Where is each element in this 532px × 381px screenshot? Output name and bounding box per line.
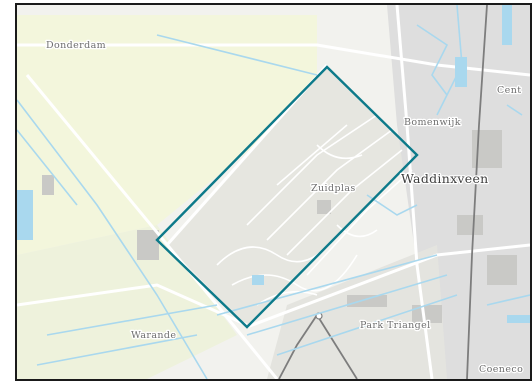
map-frame[interactable]: Donderdam Bomenwijk Cent Waddinxveen Zui… (15, 3, 532, 381)
label-waddinxveen: Waddinxveen (401, 171, 489, 186)
study-area-outline[interactable] (155, 65, 419, 329)
label-bomenwijk: Bomenwijk (404, 117, 461, 128)
polder-area-north (17, 15, 317, 255)
label-warande: Warande (131, 330, 176, 341)
residential-area-zuidplas (167, 67, 417, 327)
topographic-map[interactable]: Donderdam Bomenwijk Cent Waddinxveen Zui… (17, 5, 530, 379)
waterways (17, 5, 530, 379)
railway (278, 5, 488, 379)
urban-area-park-triangel (267, 245, 447, 379)
label-cent: Cent (497, 85, 521, 96)
label-zuidplas: Zuidplas (311, 183, 356, 194)
building-blocks (42, 130, 517, 323)
water-bodies (17, 5, 530, 323)
label-donderdam: Donderdam (46, 40, 106, 51)
label-park-triangel: Park Triangel (360, 320, 431, 331)
label-coeneco: Coeneco (479, 364, 523, 375)
